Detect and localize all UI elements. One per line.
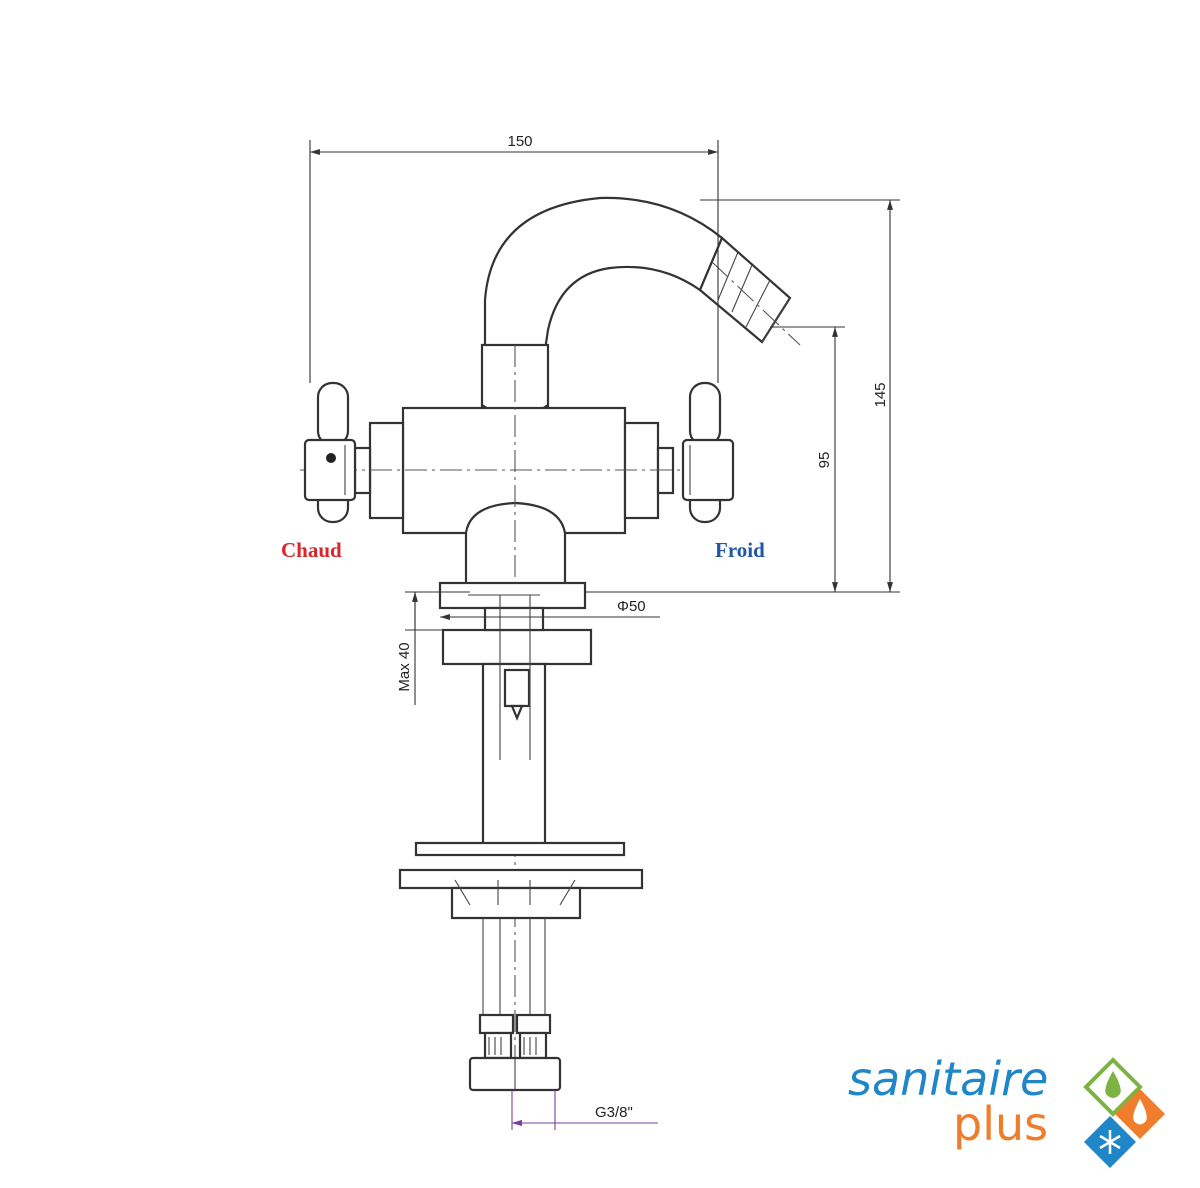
dimension-width: 150 — [309, 133, 719, 383]
hot-label: Chaud — [281, 538, 342, 562]
dimension-total-height: 145 — [585, 199, 900, 593]
dim-thread-label: G3/8" — [595, 1104, 633, 1121]
dimension-base-diameter: Φ50 — [440, 598, 660, 620]
dim-spout-height-label: 95 — [816, 452, 833, 469]
flame-drop-icon — [1115, 1089, 1165, 1139]
lock-nut — [398, 841, 644, 920]
dim-max-deck-label: Max 40 — [396, 642, 413, 691]
cold-label: Froid — [715, 538, 765, 562]
dimension-max-deck: Max 40 — [396, 591, 470, 705]
base-mounting — [438, 581, 593, 846]
brand-logo: sanitaire plus — [848, 1052, 1165, 1168]
logo-text-line1: sanitaire — [848, 1052, 1048, 1106]
supply-hoses — [468, 918, 562, 1092]
hot-handle — [303, 381, 357, 524]
dim-diameter-label: Φ50 — [617, 598, 646, 615]
snowflake-icon — [1084, 1116, 1136, 1168]
cold-handle — [681, 381, 735, 524]
dimension-spout-height: 95 — [770, 326, 845, 592]
dim-width-label: 150 — [507, 133, 532, 150]
spout — [480, 196, 801, 418]
dim-total-height-label: 145 — [872, 382, 889, 407]
dimension-thread: G3/8" — [511, 1090, 658, 1130]
valve-body — [300, 345, 730, 1090]
water-drop-icon — [1083, 1057, 1143, 1117]
logo-text-line2: plus — [953, 1097, 1048, 1151]
